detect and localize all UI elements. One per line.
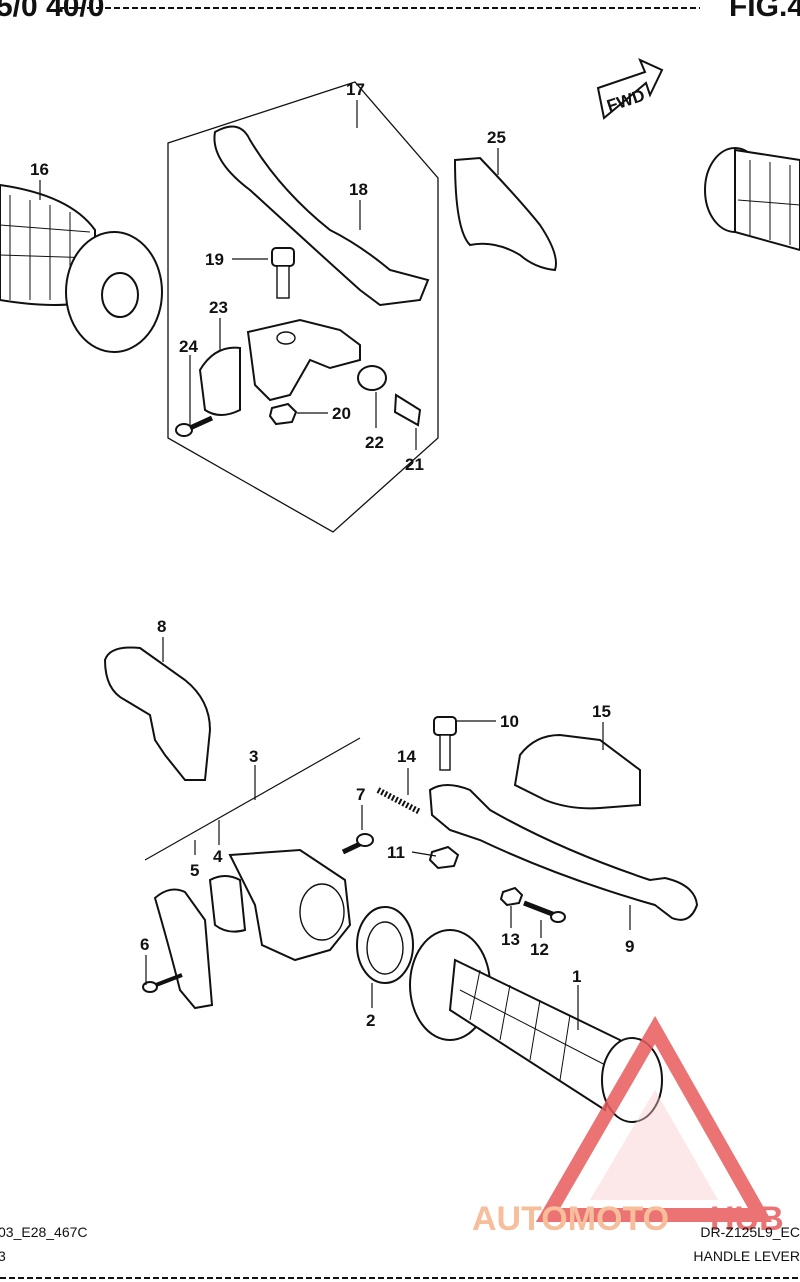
callout-14: 14 [397, 747, 416, 766]
part-4 [208, 875, 247, 933]
header-right-fragment: FIG.4 [728, 0, 800, 23]
watermark-triangle-inner [590, 1090, 718, 1200]
callout-8: 8 [157, 617, 166, 636]
part-21-adjuster-bolt [393, 393, 422, 427]
part-22-adjuster [357, 365, 387, 391]
callout-24: 24 [179, 337, 198, 356]
part-19-pivot-bolt [271, 247, 295, 299]
callout-9: 9 [625, 937, 634, 956]
callout-13: 13 [501, 930, 520, 949]
part-7-screw [341, 833, 374, 855]
part-13-nut [499, 886, 524, 907]
part-2-ring-inner [366, 921, 404, 975]
watermark-logo: AUTOMOTO HUB [472, 1015, 784, 1238]
callout-1: 1 [572, 967, 581, 986]
part-11-nut [428, 845, 460, 870]
callout-7: 7 [356, 785, 365, 804]
watermark-triangle-icon [535, 1015, 773, 1222]
part-grip-right-top [704, 147, 800, 252]
assembly-17-box [167, 81, 439, 533]
part-14-spring [376, 787, 422, 815]
part-6-screw [142, 973, 183, 993]
part-10-bolt [433, 716, 457, 771]
part-24-bolt [175, 415, 214, 437]
part-8-cover [103, 646, 212, 781]
part-17-bracket [246, 318, 361, 402]
part-18-lever [213, 125, 430, 307]
callout-12: 12 [530, 940, 549, 959]
callout-19: 19 [205, 250, 224, 269]
footer-left-code: 03_E28_467C [0, 1224, 88, 1240]
footer-right-title: HANDLE LEVER [693, 1248, 800, 1264]
callout-21: 21 [405, 455, 424, 474]
footer-left-sub: 3 [0, 1248, 6, 1264]
callout-25: 25 [487, 128, 506, 147]
callout-20: 20 [332, 404, 351, 423]
callout-22: 22 [365, 433, 384, 452]
part-12-bolt [523, 900, 566, 923]
callout-6: 6 [140, 935, 149, 954]
callout-3: 3 [249, 747, 258, 766]
header-left-fragment: 5/0 40/0 [0, 0, 105, 23]
watermark-text-2: HUB [710, 1200, 784, 1238]
callout-5: 5 [190, 861, 199, 880]
group-line-3 [144, 737, 361, 861]
callout-18: 18 [349, 180, 368, 199]
callout-11: 11 [387, 843, 405, 862]
footer-right-model: DR-Z125L9_EC [700, 1224, 800, 1240]
part-23-clamp [198, 346, 241, 416]
callout-10: 10 [500, 712, 519, 731]
callout-2: 2 [366, 1011, 375, 1030]
part-16-grip-left [0, 183, 163, 353]
bracket-hole [276, 331, 296, 345]
part-25-lever-cover [453, 156, 557, 272]
callout-23: 23 [209, 298, 228, 317]
leader-lines [39, 100, 631, 1030]
part-20-nut [268, 402, 298, 426]
watermark-text-1: AUTOMOTO [472, 1200, 669, 1238]
part-5-plate [153, 888, 214, 1010]
callout-17: 17 [346, 80, 365, 99]
callout-15: 15 [592, 702, 611, 721]
callout-4: 4 [213, 847, 223, 866]
callout-16: 16 [30, 160, 49, 179]
part-3-bore [299, 883, 345, 941]
fwd-arrow-icon: FWD [596, 58, 664, 120]
part-15-cover [513, 733, 641, 810]
part-9-lever [428, 784, 699, 921]
